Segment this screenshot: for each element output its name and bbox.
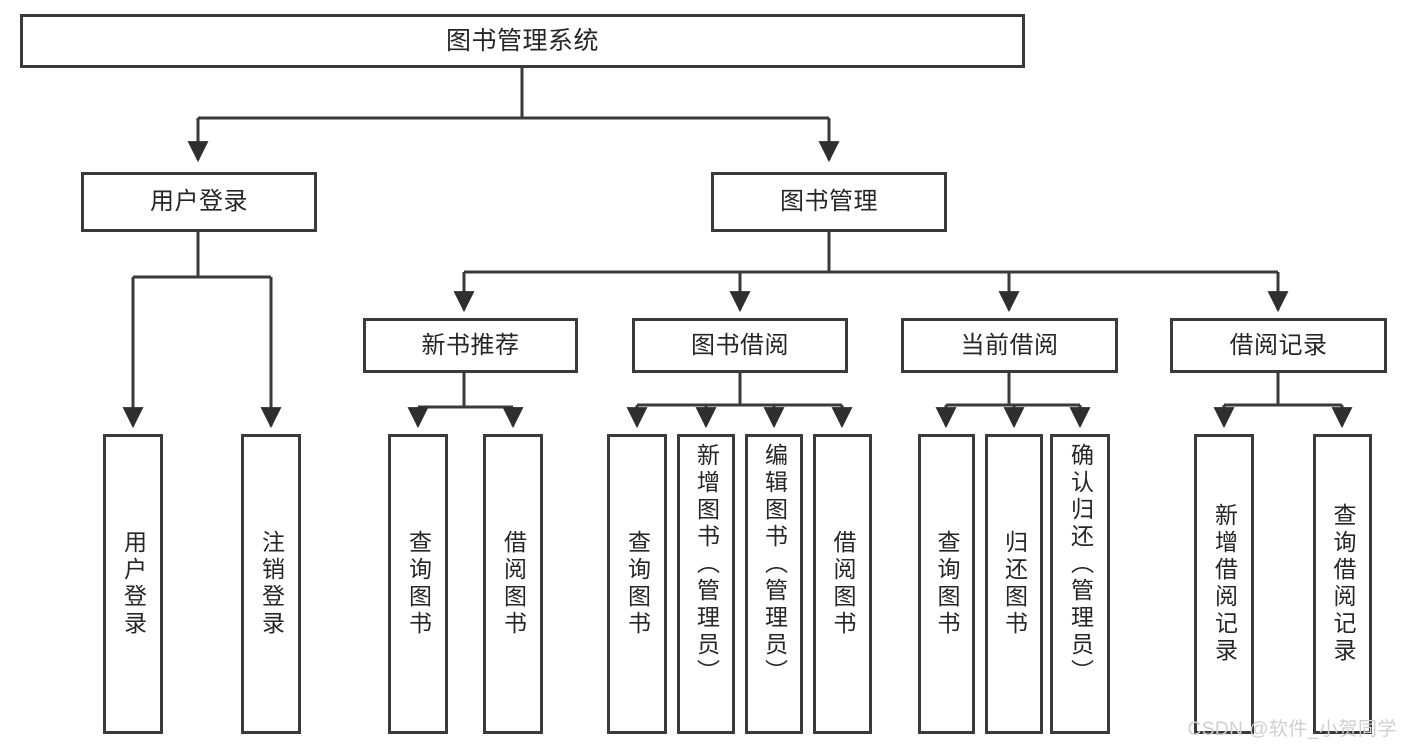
leaf-borrow-book-recommend[interactable]: 借阅图书 — [483, 434, 543, 734]
node-root-label: 图书管理系统 — [445, 26, 599, 55]
leaf-edit-book[interactable]: 编辑图书（管理员） — [745, 434, 803, 734]
leaf-return-book[interactable]: 归还图书 — [985, 434, 1043, 734]
leaf-query-book-recommend[interactable]: 查询图书 — [388, 434, 448, 734]
node-book-borrow-label: 图书借阅 — [691, 331, 789, 359]
node-book-borrow[interactable]: 图书借阅 — [632, 318, 848, 373]
node-current-borrow[interactable]: 当前借阅 — [901, 318, 1118, 373]
node-book-manage[interactable]: 图书管理 — [711, 172, 947, 232]
leaf-query-borrow-record[interactable]: 查询借阅记录 — [1313, 434, 1372, 734]
node-new-book-recommend[interactable]: 新书推荐 — [363, 318, 578, 373]
leaf-add-book-label: 新增图书（管理员） — [693, 443, 720, 686]
leaf-query-book-current[interactable]: 查询图书 — [918, 434, 975, 734]
node-book-manage-label: 图书管理 — [780, 188, 878, 215]
leaf-confirm-return[interactable]: 确认归还（管理员） — [1050, 434, 1110, 734]
leaf-user-login[interactable]: 用户登录 — [103, 434, 163, 734]
leaf-add-borrow-record[interactable]: 新增借阅记录 — [1194, 434, 1254, 734]
node-user-login-label: 用户登录 — [150, 188, 248, 215]
leaf-add-borrow-record-label: 新增借阅记录 — [1211, 503, 1238, 665]
node-current-borrow-label: 当前借阅 — [960, 331, 1059, 359]
leaf-query-book-borrow[interactable]: 查询图书 — [607, 434, 667, 734]
node-user-login[interactable]: 用户登录 — [81, 172, 317, 232]
leaf-user-login-label: 用户登录 — [120, 530, 147, 638]
leaf-borrow-book-recommend-label: 借阅图书 — [500, 530, 527, 638]
leaf-edit-book-label: 编辑图书（管理员） — [761, 443, 788, 686]
leaf-borrow-book[interactable]: 借阅图书 — [813, 434, 872, 734]
leaf-add-book[interactable]: 新增图书（管理员） — [677, 434, 735, 734]
node-borrow-record-label: 借阅记录 — [1229, 331, 1328, 359]
leaf-user-logout-label: 注销登录 — [258, 530, 285, 638]
node-new-book-recommend-label: 新书推荐 — [421, 331, 520, 359]
leaf-return-book-label: 归还图书 — [1001, 530, 1028, 638]
leaf-query-book-current-label: 查询图书 — [934, 530, 960, 638]
leaf-query-borrow-record-label: 查询借阅记录 — [1330, 503, 1356, 665]
node-borrow-record[interactable]: 借阅记录 — [1170, 318, 1387, 373]
leaf-confirm-return-label: 确认归还（管理员） — [1067, 443, 1094, 686]
leaf-user-logout[interactable]: 注销登录 — [241, 434, 301, 734]
leaf-borrow-book-label: 借阅图书 — [830, 530, 856, 638]
watermark: CSDN @软件_小贺同学 — [1187, 719, 1397, 740]
node-root[interactable]: 图书管理系统 — [20, 14, 1025, 68]
leaf-query-book-borrow-label: 查询图书 — [624, 530, 651, 638]
leaf-query-book-recommend-label: 查询图书 — [405, 530, 432, 638]
